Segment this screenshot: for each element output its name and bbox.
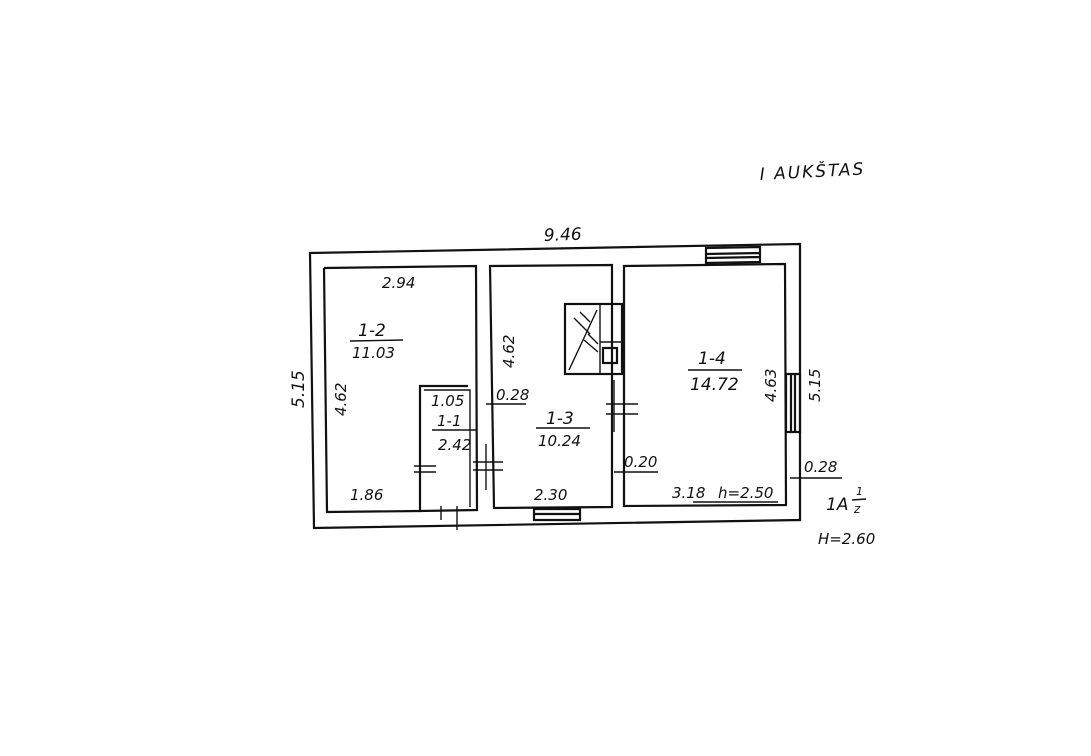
outer-right-height-label: 5.15	[806, 369, 824, 402]
room-1-1-id: 1-1	[437, 412, 462, 430]
room-1-2-fraction-line	[349, 339, 404, 342]
room-1-2-id: 1-2	[358, 321, 386, 341]
room-1-2-left-dim: 4.62	[332, 383, 350, 416]
stove	[563, 302, 624, 376]
building-mark-fraction-line	[851, 498, 867, 501]
room-height: h=2.50	[718, 484, 773, 502]
stove-divider	[599, 304, 622, 374]
room-1-1-top-dim: 1.05	[431, 392, 464, 410]
building-mark-denominator: z	[853, 502, 861, 516]
inner-right-wall-thickness: 0.20	[624, 453, 657, 471]
outer-right-wall-thickness: 0.28	[804, 458, 837, 476]
building-mark-code: 1A	[826, 495, 848, 515]
floor-title: I AUKŠTAS	[759, 157, 866, 185]
stove-door-icon	[601, 346, 619, 365]
room-1-3-area: 10.24	[538, 432, 581, 450]
window-right	[784, 372, 802, 434]
room-1-3-outline	[488, 263, 614, 510]
room-1-1-outline	[424, 389, 471, 507]
room-1-3-bottom-dim: 2.30	[534, 486, 567, 504]
room-1-2-area: 11.03	[352, 344, 395, 362]
stove-hatch	[568, 309, 599, 371]
overall-width-label: 9.46	[543, 225, 582, 246]
room-1-2-outline	[323, 264, 479, 513]
room-1-1-exterior-door	[440, 506, 458, 530]
room-1-1-door	[414, 465, 436, 473]
building-mark-numerator: 1	[856, 485, 863, 498]
room-1-4-door	[606, 380, 638, 432]
inner-left-wall-thickness: 0.28	[496, 386, 529, 404]
room-1-1-area: 2.42	[438, 436, 471, 454]
room-1-3-door-left	[473, 444, 503, 490]
room-1-4-outline	[622, 262, 788, 508]
room-1-4-area: 14.72	[690, 375, 739, 395]
room-1-3-left-dim: 4.62	[500, 335, 518, 368]
room-1-2-top-dim: 2.94	[382, 274, 415, 292]
window-top	[704, 245, 762, 265]
room-1-4-right-dim: 4.63	[762, 369, 780, 402]
room-1-4-id: 1-4	[698, 349, 726, 369]
room-1-2-outline-left	[322, 267, 421, 514]
room-1-4-bottom-dim: 3.18	[672, 484, 705, 502]
outer-wall	[308, 242, 802, 530]
overall-height-label: 5.15	[289, 370, 309, 408]
window-bottom	[532, 507, 582, 522]
building-height: H=2.60	[818, 530, 875, 548]
room-1-2-bottom-dim: 1.86	[350, 486, 383, 504]
room-1-3-id: 1-3	[546, 409, 574, 429]
